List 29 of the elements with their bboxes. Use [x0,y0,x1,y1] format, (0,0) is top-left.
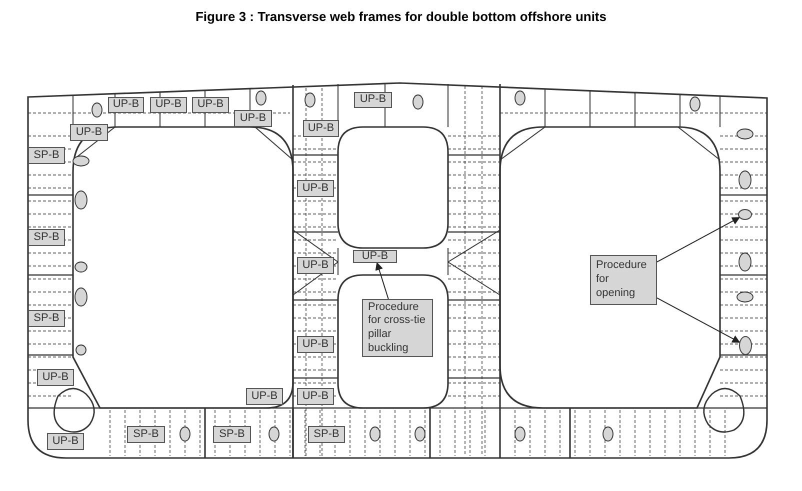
label-tag: UP-B [70,124,108,141]
label-tag: UP-B [246,388,283,405]
label-tag: UP-B [108,97,144,113]
label-tag: UP-B [303,120,339,137]
label-tag: SP-B [308,426,345,443]
label-tag: UP-B [150,97,187,113]
callout-box: Procedure for opening [590,255,657,305]
label-tag: UP-B [234,110,272,127]
opening-hole [738,209,752,220]
arrow [375,262,389,300]
label-tag: UP-B [47,433,84,450]
callout-box: Procedure for cross-tie pillar buckling [362,299,433,357]
label-tag: UP-B [297,180,334,197]
label-tag: UP-B [297,257,334,274]
label-tag: SP-B [28,229,65,246]
arrow [656,297,740,343]
label-tag: SP-B [28,147,65,164]
arrow [656,217,740,262]
label-tag: UP-B [37,369,74,386]
label-tag: UP-B [353,250,397,263]
label-tag: SP-B [127,426,165,443]
label-tag: UP-B [192,97,229,113]
figure-title: Figure 3 : Transverse web frames for double bottom offshore units [194,9,608,24]
label-tag: UP-B [354,92,392,108]
label-tag: SP-B [213,426,251,443]
opening-hole [739,336,752,355]
label-tag: UP-B [297,388,334,405]
label-tag: UP-B [297,336,334,353]
label-tag: SP-B [28,310,65,327]
